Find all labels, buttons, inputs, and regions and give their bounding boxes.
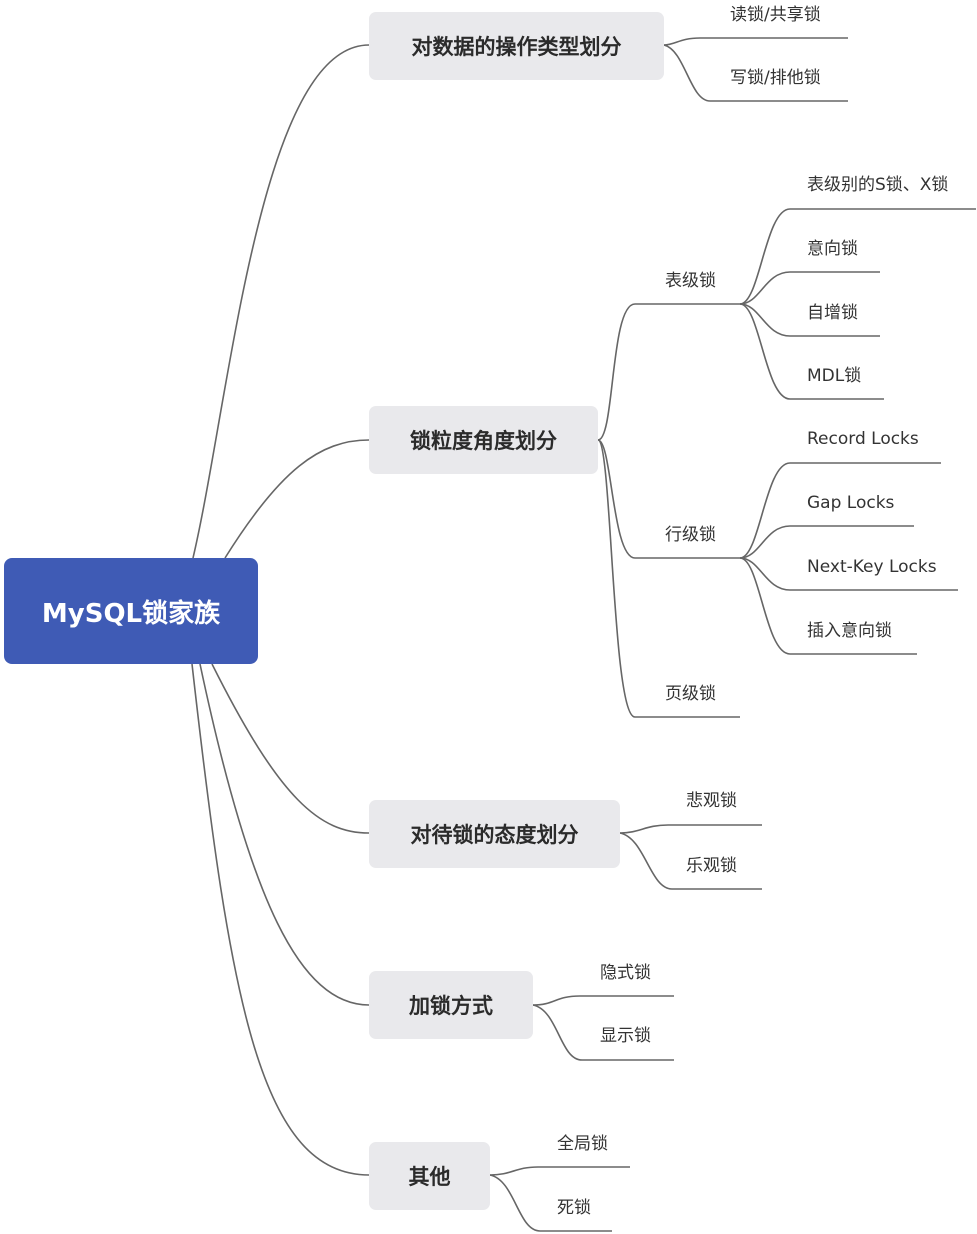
leaf-node[interactable]: Gap Locks	[807, 493, 895, 513]
connector	[597, 303, 740, 441]
leaf-node[interactable]: 全局锁	[557, 1134, 608, 1154]
connector	[532, 1004, 674, 1061]
connector	[489, 1174, 612, 1232]
connector	[739, 462, 941, 559]
connector	[489, 1166, 630, 1176]
leaf-node[interactable]: 死锁	[557, 1198, 591, 1218]
subtopic-node[interactable]: 行级锁	[665, 525, 716, 545]
connector	[619, 824, 762, 834]
connector	[739, 557, 917, 655]
connector	[192, 44, 370, 559]
connector	[191, 663, 370, 1176]
topic-node[interactable]: 加锁方式	[369, 971, 533, 1039]
subtopic-node[interactable]: 页级锁	[665, 684, 716, 704]
topic-node[interactable]: 其他	[369, 1142, 490, 1210]
connector	[739, 208, 976, 305]
connector	[211, 663, 370, 834]
connector	[739, 303, 880, 337]
connector	[739, 525, 914, 559]
leaf-node[interactable]: 自增锁	[807, 303, 858, 323]
connector	[739, 271, 880, 305]
leaf-node[interactable]: MDL锁	[807, 366, 862, 386]
topic-node[interactable]: 对数据的操作类型划分	[369, 12, 664, 80]
connector	[597, 439, 740, 559]
connector	[224, 439, 370, 559]
subtopic-node[interactable]: 表级锁	[665, 271, 716, 291]
leaf-node[interactable]: 写锁/排他锁	[730, 68, 821, 88]
leaf-node[interactable]: 表级别的S锁、X锁	[807, 175, 949, 195]
connector	[199, 663, 370, 1006]
connector	[663, 44, 848, 102]
leaf-node[interactable]: 悲观锁	[686, 791, 737, 811]
leaf-node[interactable]: 乐观锁	[686, 856, 737, 876]
leaf-node[interactable]: 读锁/共享锁	[730, 5, 821, 25]
connector	[663, 37, 848, 46]
leaf-node[interactable]: Record Locks	[807, 429, 919, 449]
connector	[739, 303, 884, 400]
connector	[619, 832, 762, 890]
leaf-node[interactable]: Next-Key Locks	[807, 557, 937, 577]
topic-node[interactable]: 对待锁的态度划分	[369, 800, 620, 868]
leaf-node[interactable]: 隐式锁	[600, 963, 651, 983]
connector	[739, 557, 958, 591]
leaf-node[interactable]: 意向锁	[807, 239, 858, 259]
connector	[532, 995, 674, 1006]
leaf-node[interactable]: 显示锁	[600, 1026, 651, 1046]
root-node[interactable]: MySQL锁家族	[4, 558, 258, 664]
topic-node[interactable]: 锁粒度角度划分	[369, 406, 598, 474]
leaf-node[interactable]: 插入意向锁	[807, 621, 892, 641]
connector	[597, 439, 740, 718]
